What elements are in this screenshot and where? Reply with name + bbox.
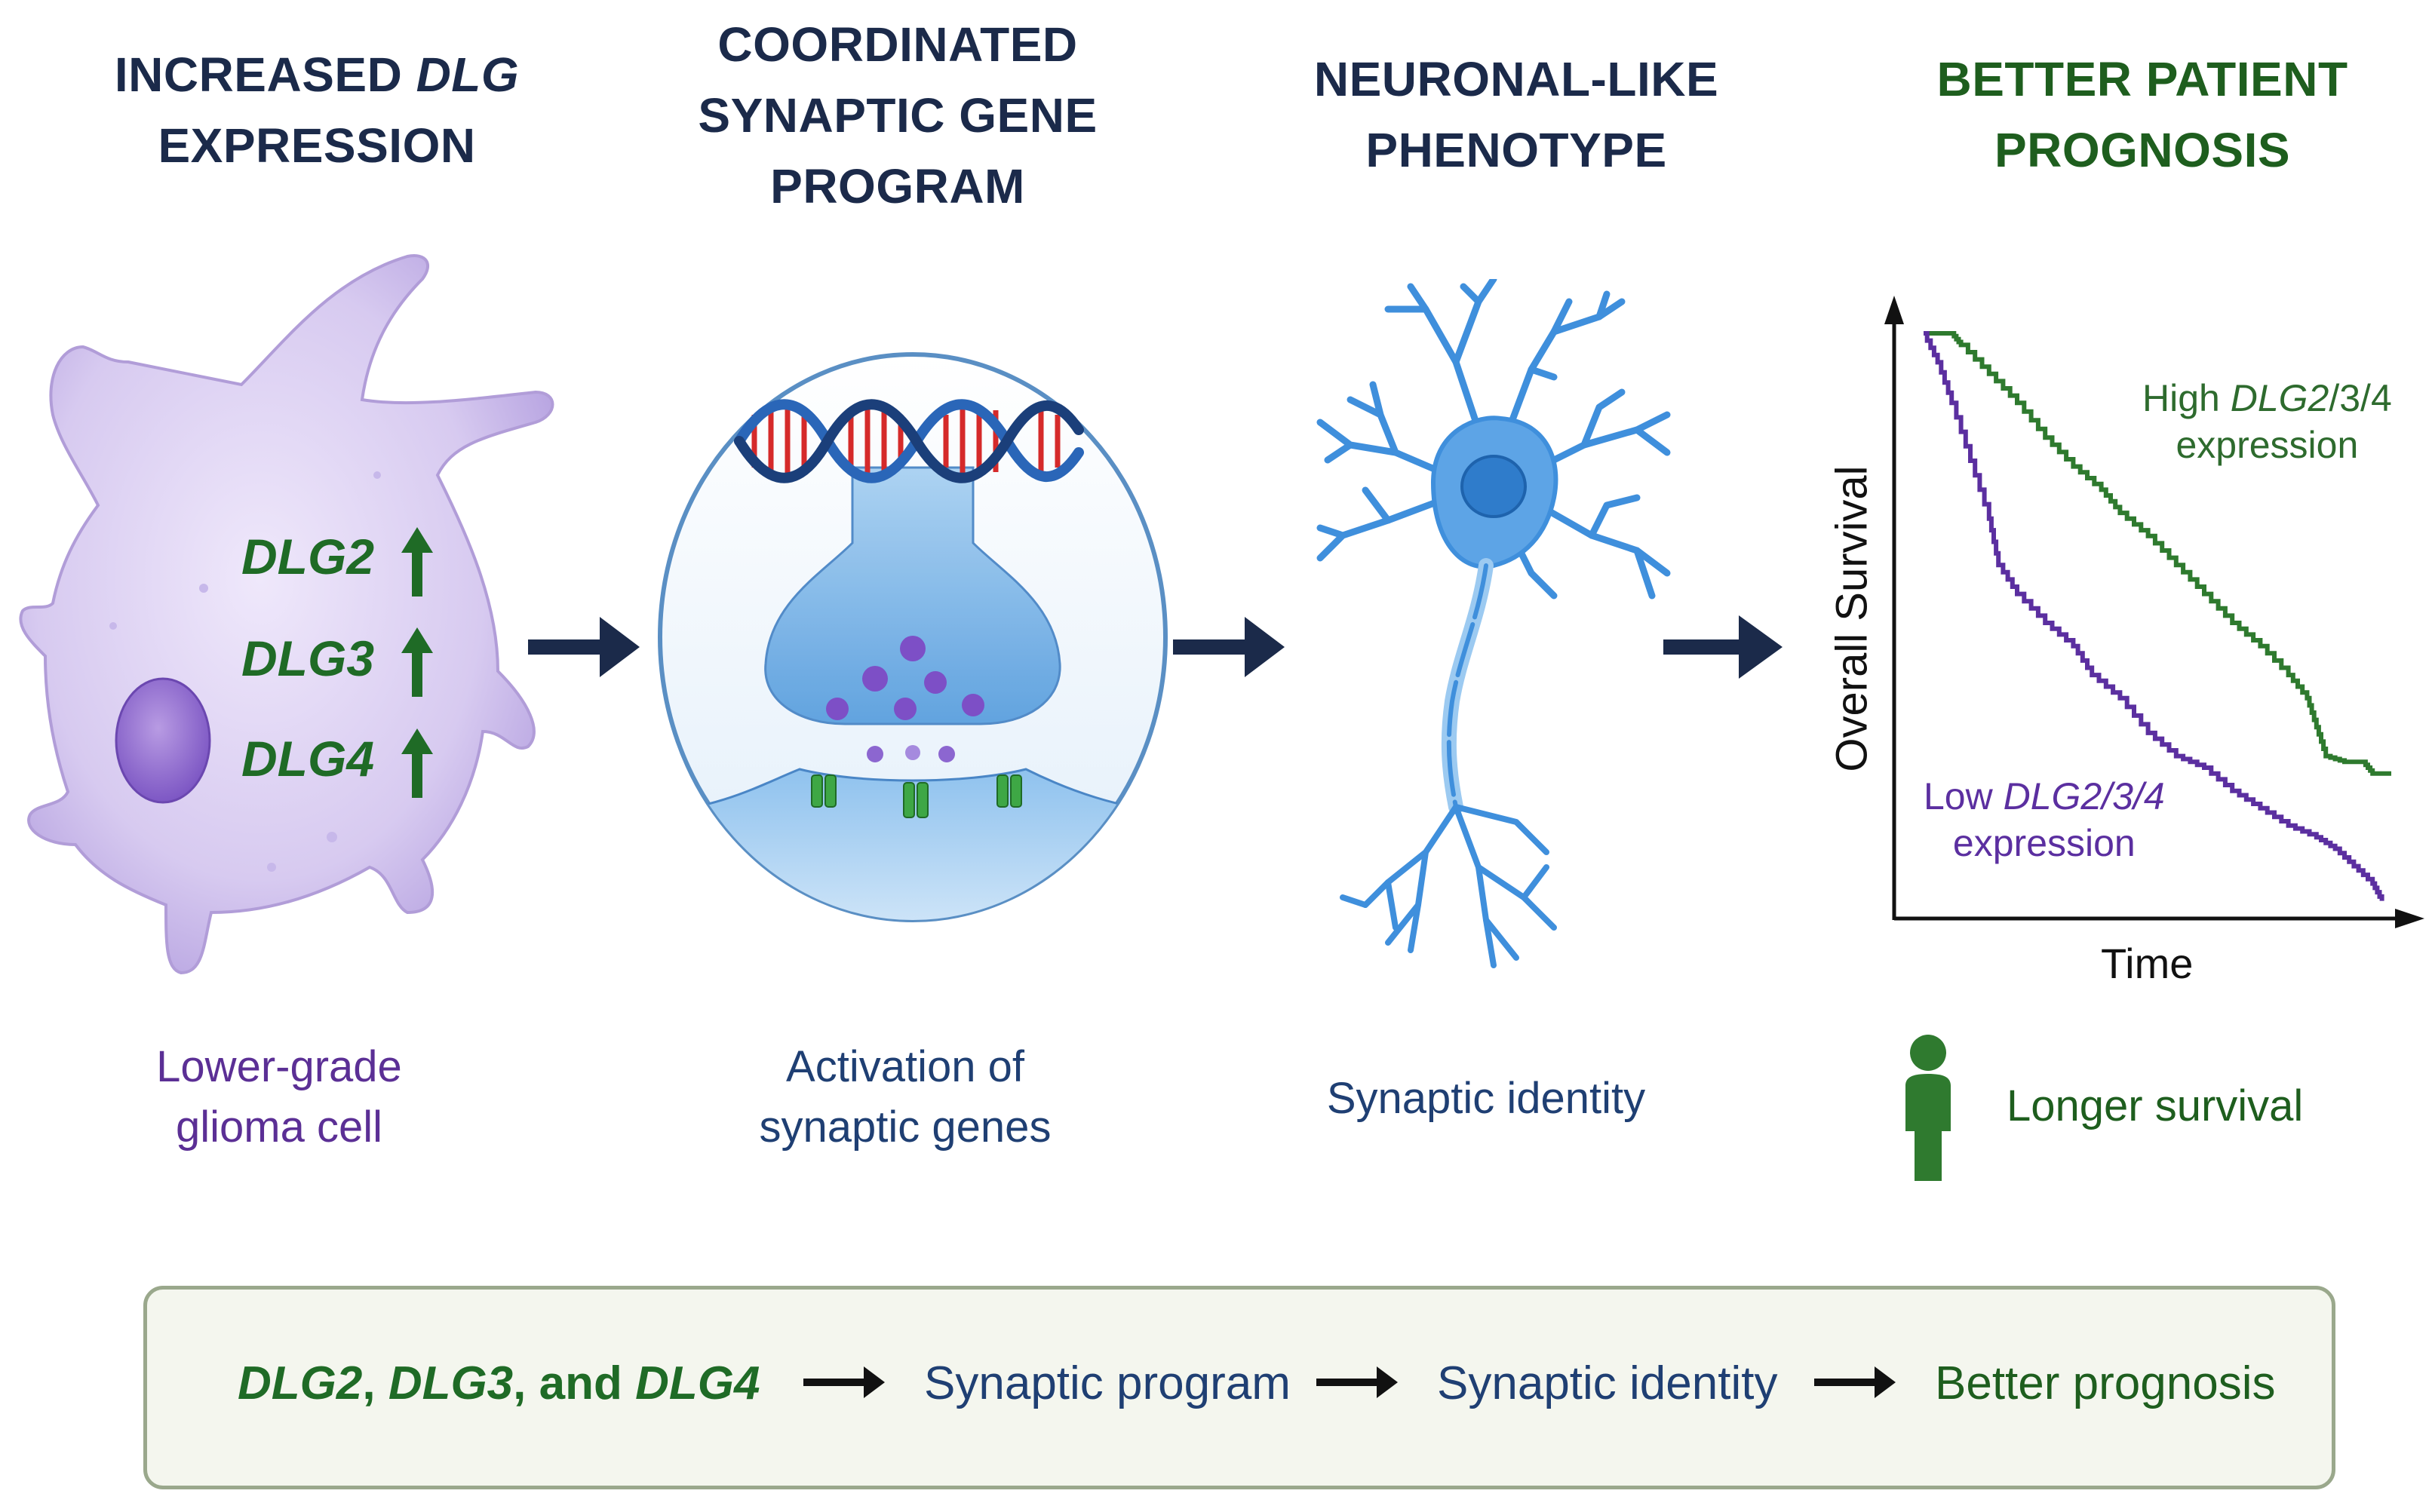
right-arrow-icon — [1814, 1366, 1896, 1398]
y-axis-label: Overall Survival — [1827, 465, 1877, 772]
right-arrow-icon — [1173, 617, 1285, 677]
title-neuronal-phenotype: NEURONAL-LIKE PHENOTYPE — [1313, 52, 1719, 177]
caption-activation: Activation of synaptic genes — [759, 1042, 1052, 1152]
presynaptic-terminal — [764, 466, 1061, 725]
chart-axes — [1884, 296, 2424, 928]
title-coordinated-program: COORDINATED SYNAPTIC GENE PROGRAM — [698, 17, 1098, 213]
up-arrow-icon — [401, 627, 433, 697]
right-arrow-icon — [1316, 1366, 1398, 1398]
gene-label-dlg4: DLG4 — [241, 731, 375, 787]
gene-label-dlg2: DLG2 — [241, 529, 375, 584]
neuron-illustration — [1316, 279, 1671, 968]
dna-helix-icon — [734, 399, 1084, 483]
survival-chart — [1884, 296, 2424, 928]
summary-box — [143, 1286, 2335, 1489]
synapse-illustration — [658, 352, 1168, 922]
cell-nucleus — [115, 677, 211, 804]
flow-synaptic-program: Synaptic program — [924, 1357, 1291, 1409]
gene-label-dlg3: DLG3 — [241, 630, 375, 686]
up-arrow-icon — [401, 728, 433, 798]
flow-synaptic-identity: Synaptic identity — [1437, 1357, 1778, 1409]
caption-glioma-cell: Lower-grade glioma cell — [156, 1042, 402, 1152]
flow-genes: DLG2, DLG3, and DLG4 — [238, 1357, 760, 1409]
right-arrow-icon — [803, 1366, 885, 1398]
title-increased-dlg: INCREASED DLG EXPRESSION — [114, 48, 520, 173]
neuron-nucleus — [1460, 455, 1527, 518]
person-icon — [1905, 1035, 1951, 1181]
flow-better-prognosis: Better prognosis — [1935, 1357, 2276, 1409]
up-arrow-icon — [401, 527, 433, 597]
legend-high-expression: High DLG2/3/4 expression — [2142, 377, 2392, 466]
km-curve-low — [1924, 331, 2384, 901]
km-curve-high — [1924, 331, 2391, 776]
caption-synaptic-identity: Synaptic identity — [1326, 1074, 1646, 1123]
right-arrow-icon — [1663, 615, 1783, 679]
caption-longer-survival: Longer survival — [2007, 1081, 2304, 1130]
legend-low-expression: Low DLG2/3/4 expression — [1924, 775, 2165, 864]
title-better-prognosis: BETTER PATIENT PROGNOSIS — [1936, 52, 2348, 177]
x-axis-label: Time — [2101, 940, 2194, 987]
cell-body — [19, 254, 554, 975]
right-arrow-icon — [528, 617, 640, 677]
glioma-cell-illustration — [19, 254, 554, 975]
